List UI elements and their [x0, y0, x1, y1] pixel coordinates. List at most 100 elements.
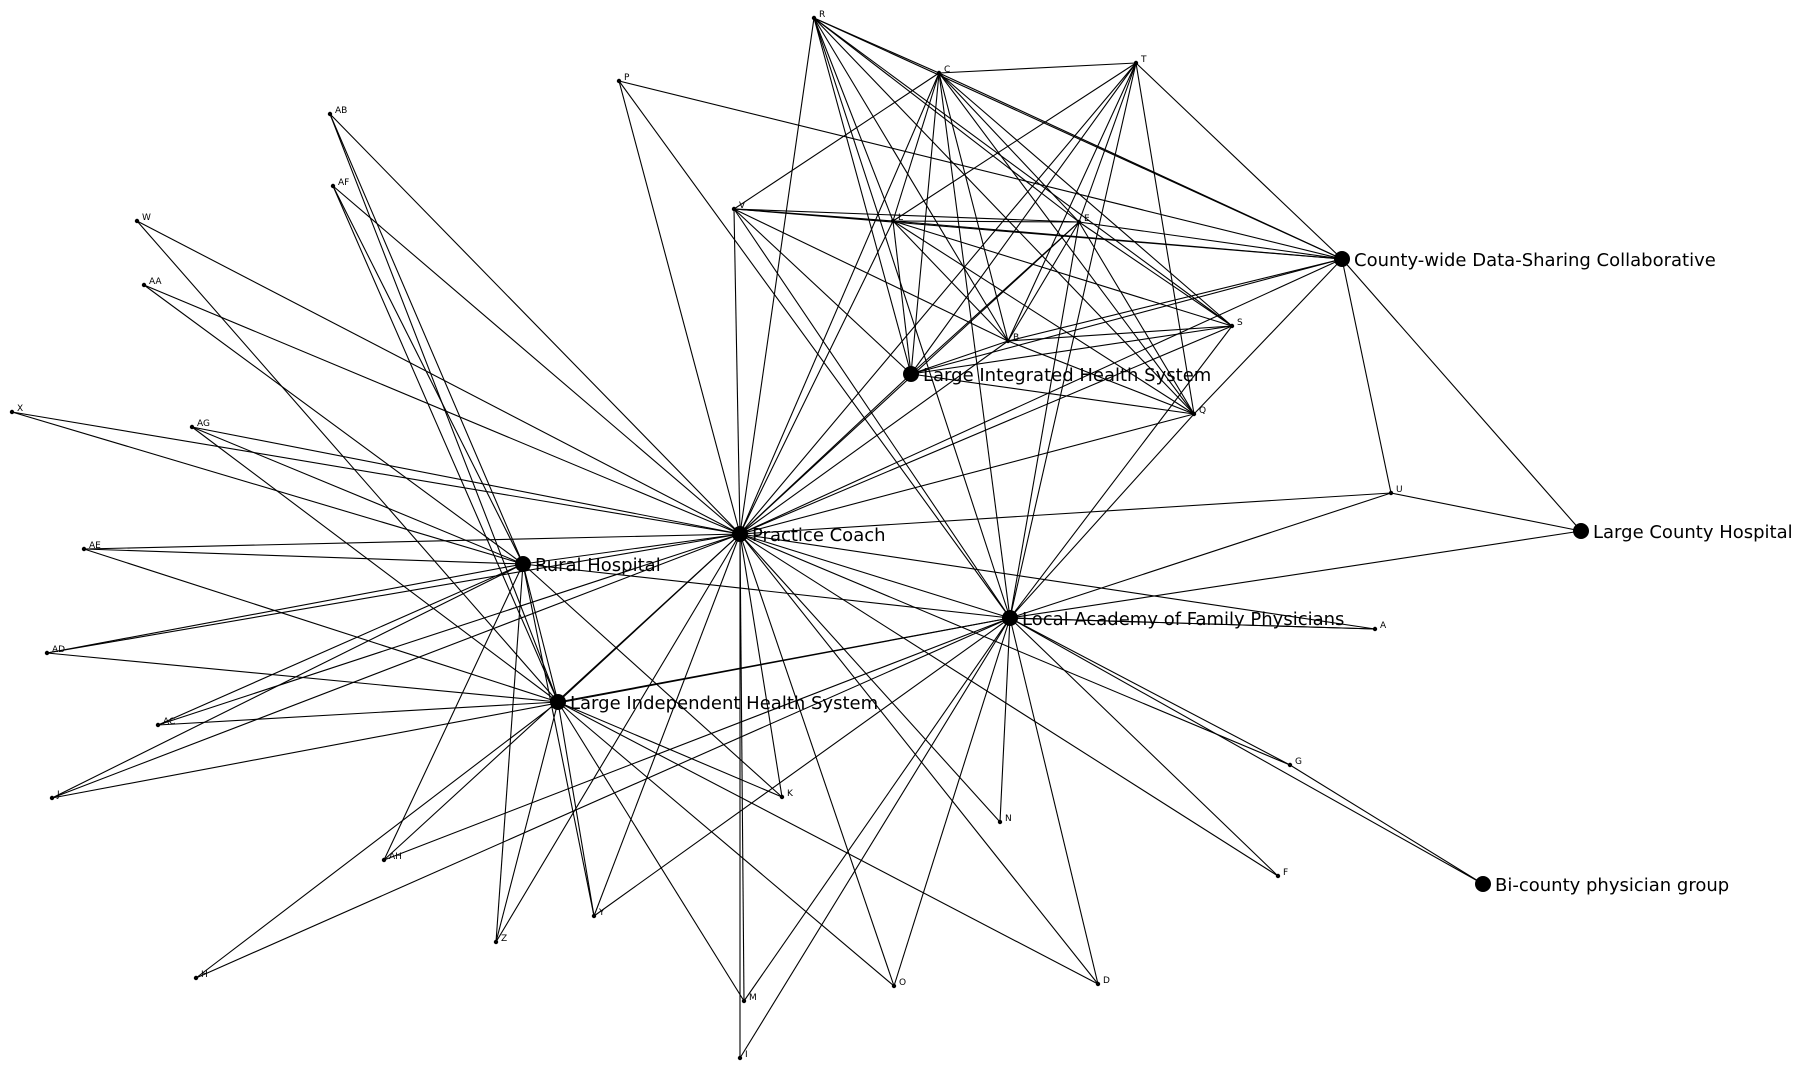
edge-large_independent-AC	[157, 701, 559, 726]
edge-practice_coach-F	[739, 533, 1279, 877]
edge-large_integrated-L	[892, 220, 912, 375]
node-label: C	[944, 65, 950, 75]
node-marker	[779, 794, 785, 800]
node-y: Y	[591, 908, 605, 919]
edge-local_academy-G	[1009, 617, 1291, 766]
edge-large_integrated-B	[910, 340, 1009, 375]
edge-practice_coach-C	[739, 72, 940, 535]
node-practice-coach: Practice Coach	[732, 525, 886, 546]
edge-large_integrated-T	[910, 62, 1137, 375]
node-marker	[1475, 876, 1491, 892]
node-marker	[330, 183, 336, 189]
edge-practice_coach-M	[739, 533, 745, 1002]
edge-C-V	[733, 72, 940, 210]
edge-county_wide-L	[892, 220, 1343, 260]
edge-C-E	[938, 72, 1080, 223]
node-label: AD	[52, 645, 65, 655]
edge-large_independent-AB	[329, 113, 559, 703]
edge-practice_coach-B	[739, 340, 1009, 535]
node-rural-hospital: Rural Hospital	[515, 555, 661, 576]
node-marker	[731, 206, 737, 212]
edge-large_independent-AG	[191, 426, 559, 703]
node-n: N	[997, 814, 1012, 825]
node-marker	[741, 998, 747, 1004]
node-marker	[1191, 411, 1197, 417]
node-label: AB	[335, 106, 347, 116]
edge-large_independent-M	[557, 701, 745, 1002]
edge-local_academy-D	[1009, 617, 1099, 985]
node-label: W	[142, 213, 151, 223]
node-i: I	[737, 1050, 748, 1061]
edge-L-S	[892, 220, 1233, 327]
edge-practice_coach-AG	[191, 426, 741, 535]
edge-large_independent-AE	[83, 548, 559, 703]
edge-county_wide-large_county	[1341, 258, 1582, 532]
edge-R-L	[813, 17, 894, 222]
edge-T-B	[1007, 62, 1137, 342]
node-marker	[515, 556, 531, 572]
node-marker	[81, 546, 87, 552]
edge-rural_hospital-Y	[522, 563, 595, 917]
edge-L-B	[892, 220, 1009, 342]
node-ab: AB	[327, 106, 347, 117]
node-o: O	[891, 978, 906, 989]
node-marker	[327, 111, 333, 117]
edge-rural_hospital-AH	[383, 563, 524, 861]
edge-large_independent-AF	[332, 185, 559, 703]
node-aa: AA	[141, 277, 162, 288]
edge-local_academy-H	[195, 617, 1011, 979]
node-t: T	[1133, 55, 1147, 66]
edge-local_academy-large_county	[1009, 530, 1582, 619]
edge-rural_hospital-AD	[46, 563, 524, 654]
edge-R-C	[813, 17, 940, 74]
node-x: X	[9, 404, 23, 415]
node-v: V	[731, 201, 746, 212]
edge-rural_hospital-AB	[329, 113, 524, 565]
edge-bi_county-G	[1289, 764, 1484, 885]
edge-T-Q	[1135, 62, 1195, 415]
node-marker	[616, 78, 622, 84]
edge-E-B	[1007, 221, 1080, 342]
node-label: G	[1295, 757, 1302, 767]
edge-practice_coach-O	[739, 533, 895, 987]
edge-county_wide-Q	[1193, 258, 1343, 415]
edge-local_academy-R	[813, 17, 1011, 619]
edge-practice_coach-AD	[46, 533, 741, 654]
edge-rural_hospital-AF	[332, 185, 524, 565]
node-marker	[732, 526, 748, 542]
node-marker	[591, 913, 597, 919]
edge-practice_coach-J	[51, 533, 741, 799]
node-label: Large Independent Health System	[570, 693, 878, 714]
node-s: S	[1229, 318, 1243, 329]
edge-L-Q	[892, 220, 1195, 415]
edge-rural_hospital-Z	[495, 563, 524, 943]
node-marker	[890, 218, 896, 224]
node-h: H	[193, 970, 208, 981]
edge-local_academy-E	[1009, 221, 1080, 619]
edge-large_independent-AD	[46, 652, 559, 703]
node-label: P	[624, 73, 630, 83]
edge-V-L	[733, 208, 894, 222]
node-local-academy: Local Academy of Family Physicians	[1002, 609, 1344, 630]
node-label: Bi-county physician group	[1495, 875, 1729, 896]
node-label: AF	[338, 178, 349, 188]
node-label: AA	[149, 277, 162, 287]
edge-county_wide-T	[1135, 62, 1343, 260]
node-l: L	[890, 213, 903, 224]
edge-practice_coach-local_academy	[739, 533, 1011, 619]
node-marker	[193, 975, 199, 981]
edge-layer	[11, 17, 1582, 1059]
node-label: AC	[163, 717, 175, 727]
node-b: B	[1005, 333, 1019, 344]
node-a: A	[1372, 621, 1387, 632]
edge-large_integrated-S	[910, 325, 1233, 375]
node-marker	[1287, 762, 1293, 768]
node-ah: AH	[381, 852, 402, 863]
edge-B-Q	[1007, 340, 1195, 415]
edge-rural_hospital-X	[11, 411, 524, 565]
edge-large_integrated-R	[813, 17, 912, 375]
node-bi-county: Bi-county physician group	[1475, 875, 1729, 896]
edge-practice_coach-P	[618, 80, 741, 535]
edge-local_academy-U	[1009, 492, 1392, 619]
